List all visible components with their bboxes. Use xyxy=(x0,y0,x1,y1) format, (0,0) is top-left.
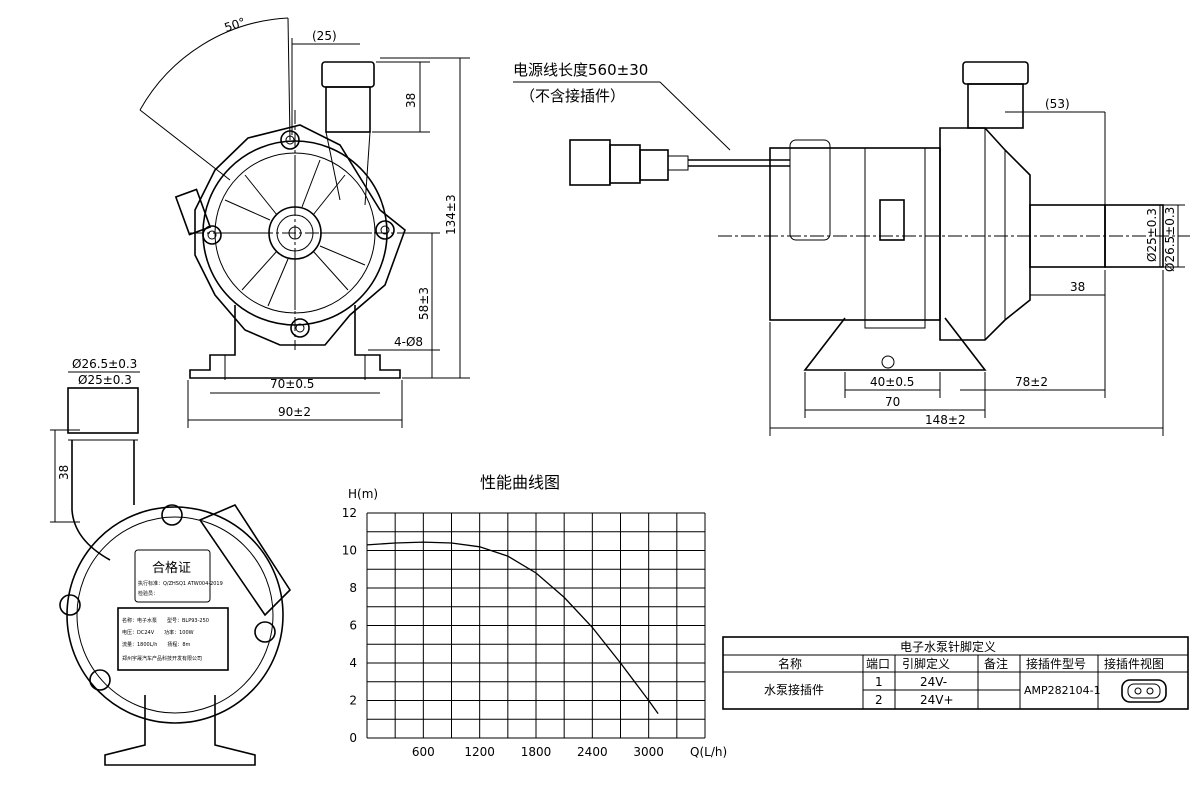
cert-standard: 执行标准：Q/ZHSQ1 ATW004-2019 xyxy=(138,580,223,587)
cert-inspector: 检验员： xyxy=(138,590,158,597)
side-dim-d25: Ø25±0.3 xyxy=(1145,208,1159,262)
side-view: 电源线长度560±30 （不含接插件） (53) xyxy=(513,61,1190,436)
chart-grid xyxy=(366,512,706,739)
col-def: 引脚定义 xyxy=(902,656,950,671)
chart-xlabel: Q(L/h) xyxy=(690,745,727,759)
row2-def: 24V+ xyxy=(920,693,954,707)
row-name: 水泵接插件 xyxy=(764,682,824,697)
front-dim-58: 58±3 xyxy=(417,287,431,320)
side-dim-78: 78±2 xyxy=(1015,375,1048,389)
col-model: 接插件型号 xyxy=(1026,656,1086,671)
rear-dim-38: 38 xyxy=(57,465,71,480)
col-view: 接插件视图 xyxy=(1104,656,1164,671)
connector-model: AMP282104-1 xyxy=(1024,684,1101,697)
col-note: 备注 xyxy=(984,656,1008,671)
rear-dim-d265: Ø26.5±0.3 xyxy=(72,357,137,371)
side-dim-d265: Ø26.5±0.3 xyxy=(1163,207,1177,272)
front-dim-90: 90±2 xyxy=(278,405,311,419)
col-name: 名称 xyxy=(778,656,802,671)
front-dim-134: 134±3 xyxy=(444,194,458,235)
cable-note-label: （不含接插件） xyxy=(520,87,625,105)
x-tick-label: 600 xyxy=(412,745,435,759)
angle-label: 50° xyxy=(223,15,248,35)
x-tick-label: 3000 xyxy=(633,745,664,759)
x-tick-label: 1800 xyxy=(521,745,552,759)
row1-def: 24V- xyxy=(920,675,947,689)
chart-ticks: 600 1200 1800 2400 3000 0 2 4 6 8 10 12 xyxy=(342,506,664,759)
y-tick-label: 8 xyxy=(349,581,357,595)
row2-port: 2 xyxy=(875,693,883,707)
side-dim-53: (53) xyxy=(1045,97,1070,111)
front-dim-70: 70±0.5 xyxy=(270,377,314,391)
nameplate-line3: 流量：1800L/h 扬程：8m xyxy=(122,641,191,648)
rear-view: Ø26.5±0.3 Ø25±0.3 38 合格证 执行标准：Q/ZHSQ1 AT… xyxy=(50,357,292,766)
pin-table: 电子水泵针脚定义 名称 端口 引脚定义 备注 接插件型号 接插件视图 水泵接插件… xyxy=(722,636,1189,710)
y-tick-label: 12 xyxy=(342,506,357,520)
front-dim-hole: 4-Ø8 xyxy=(394,335,423,349)
x-tick-label: 1200 xyxy=(464,745,495,759)
x-tick-label: 2400 xyxy=(577,745,608,759)
rear-dim-d25: Ø25±0.3 xyxy=(78,373,132,387)
front-view: 50° (25) 38 xyxy=(139,15,470,428)
connector-view-icon xyxy=(1121,679,1167,703)
y-tick-label: 6 xyxy=(349,619,357,633)
series-curve xyxy=(366,541,659,714)
front-dim-38: 38 xyxy=(404,93,418,108)
y-tick-label: 10 xyxy=(342,544,357,558)
chart-ylabel: H(m) xyxy=(348,487,378,501)
cert-title: 合格证 xyxy=(152,560,191,576)
side-dim-38: 38 xyxy=(1070,280,1085,294)
pin-table-title: 电子水泵针脚定义 xyxy=(900,639,996,654)
side-dim-148: 148±2 xyxy=(925,413,966,427)
side-dim-70: 70 xyxy=(885,395,900,409)
y-tick-label: 4 xyxy=(349,656,357,670)
dim-25: (25) xyxy=(312,29,337,43)
y-tick-label: 2 xyxy=(349,694,357,708)
cable-length-label: 电源线长度560±30 xyxy=(513,61,648,79)
row1-port: 1 xyxy=(875,675,883,689)
performance-chart: 性能曲线图 H(m) Q(L/h) 600 1200 1800 2400 3000 0 2 4… xyxy=(342,473,727,759)
col-port: 端口 xyxy=(866,657,890,671)
nameplate-line2: 电压：DC24V 功率：100W xyxy=(122,629,194,636)
chart-title: 性能曲线图 xyxy=(480,473,560,492)
nameplate-line1: 名称：电子水泵 型号：BLP93-250 xyxy=(122,617,209,624)
y-tick-label: 0 xyxy=(349,731,357,745)
side-dim-40: 40±0.5 xyxy=(870,375,914,389)
nameplate-line4: 郑州宇晟汽车产品科技开发有限公司 xyxy=(122,655,202,662)
